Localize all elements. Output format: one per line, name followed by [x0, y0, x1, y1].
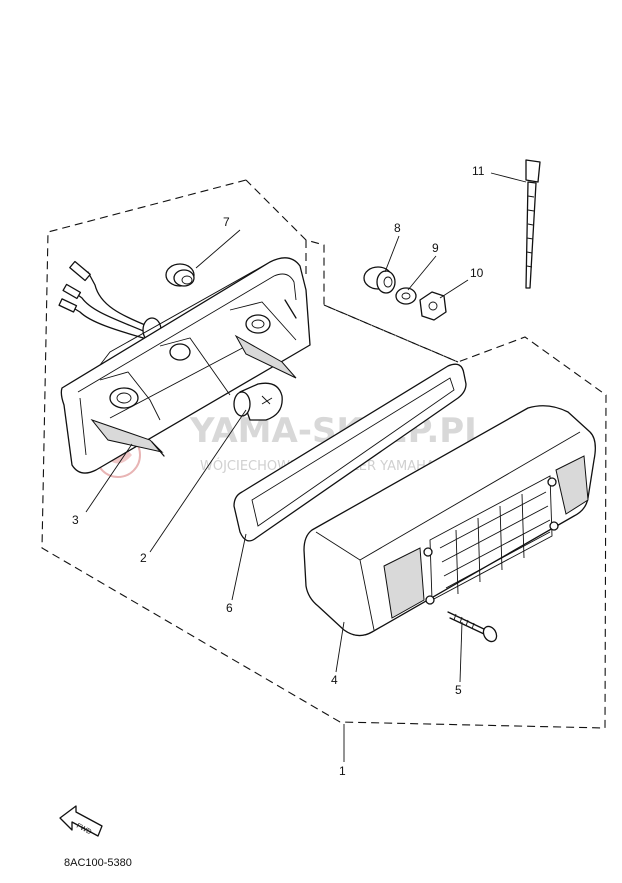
gasket-part-6: [233, 363, 467, 542]
callout-3: 3: [72, 513, 79, 527]
tail-light-housing: [58, 257, 311, 474]
callout-5: 5: [455, 683, 462, 697]
cable-tie-part-11: [525, 159, 541, 289]
callout-8: 8: [394, 221, 401, 235]
callout-1: 1: [339, 764, 346, 778]
washer-part-9: [395, 287, 417, 305]
screw-part-5: [447, 611, 498, 643]
collar-part-8: [363, 266, 396, 294]
callout-6: 6: [226, 601, 233, 615]
callout-2: 2: [140, 551, 147, 565]
callout-7: 7: [223, 215, 230, 229]
callout-10: 10: [470, 266, 484, 280]
bulb-part-2: [233, 382, 283, 421]
fwd-arrow-icon: FWD: [59, 805, 103, 837]
nut-part-10: [419, 291, 447, 321]
callout-11: 11: [472, 164, 485, 178]
lens-part-4: [303, 405, 596, 637]
leader-lines: [85, 172, 527, 762]
callout-4: 4: [331, 673, 338, 687]
drawing-code: 8AC100-5380: [64, 857, 132, 869]
callout-labels: 1 2 3 4 5 6 7 8 9 10 11: [72, 164, 485, 778]
grommet-part-7: [165, 263, 195, 287]
callout-9: 9: [432, 241, 439, 255]
assembly-outline: [41, 179, 607, 729]
